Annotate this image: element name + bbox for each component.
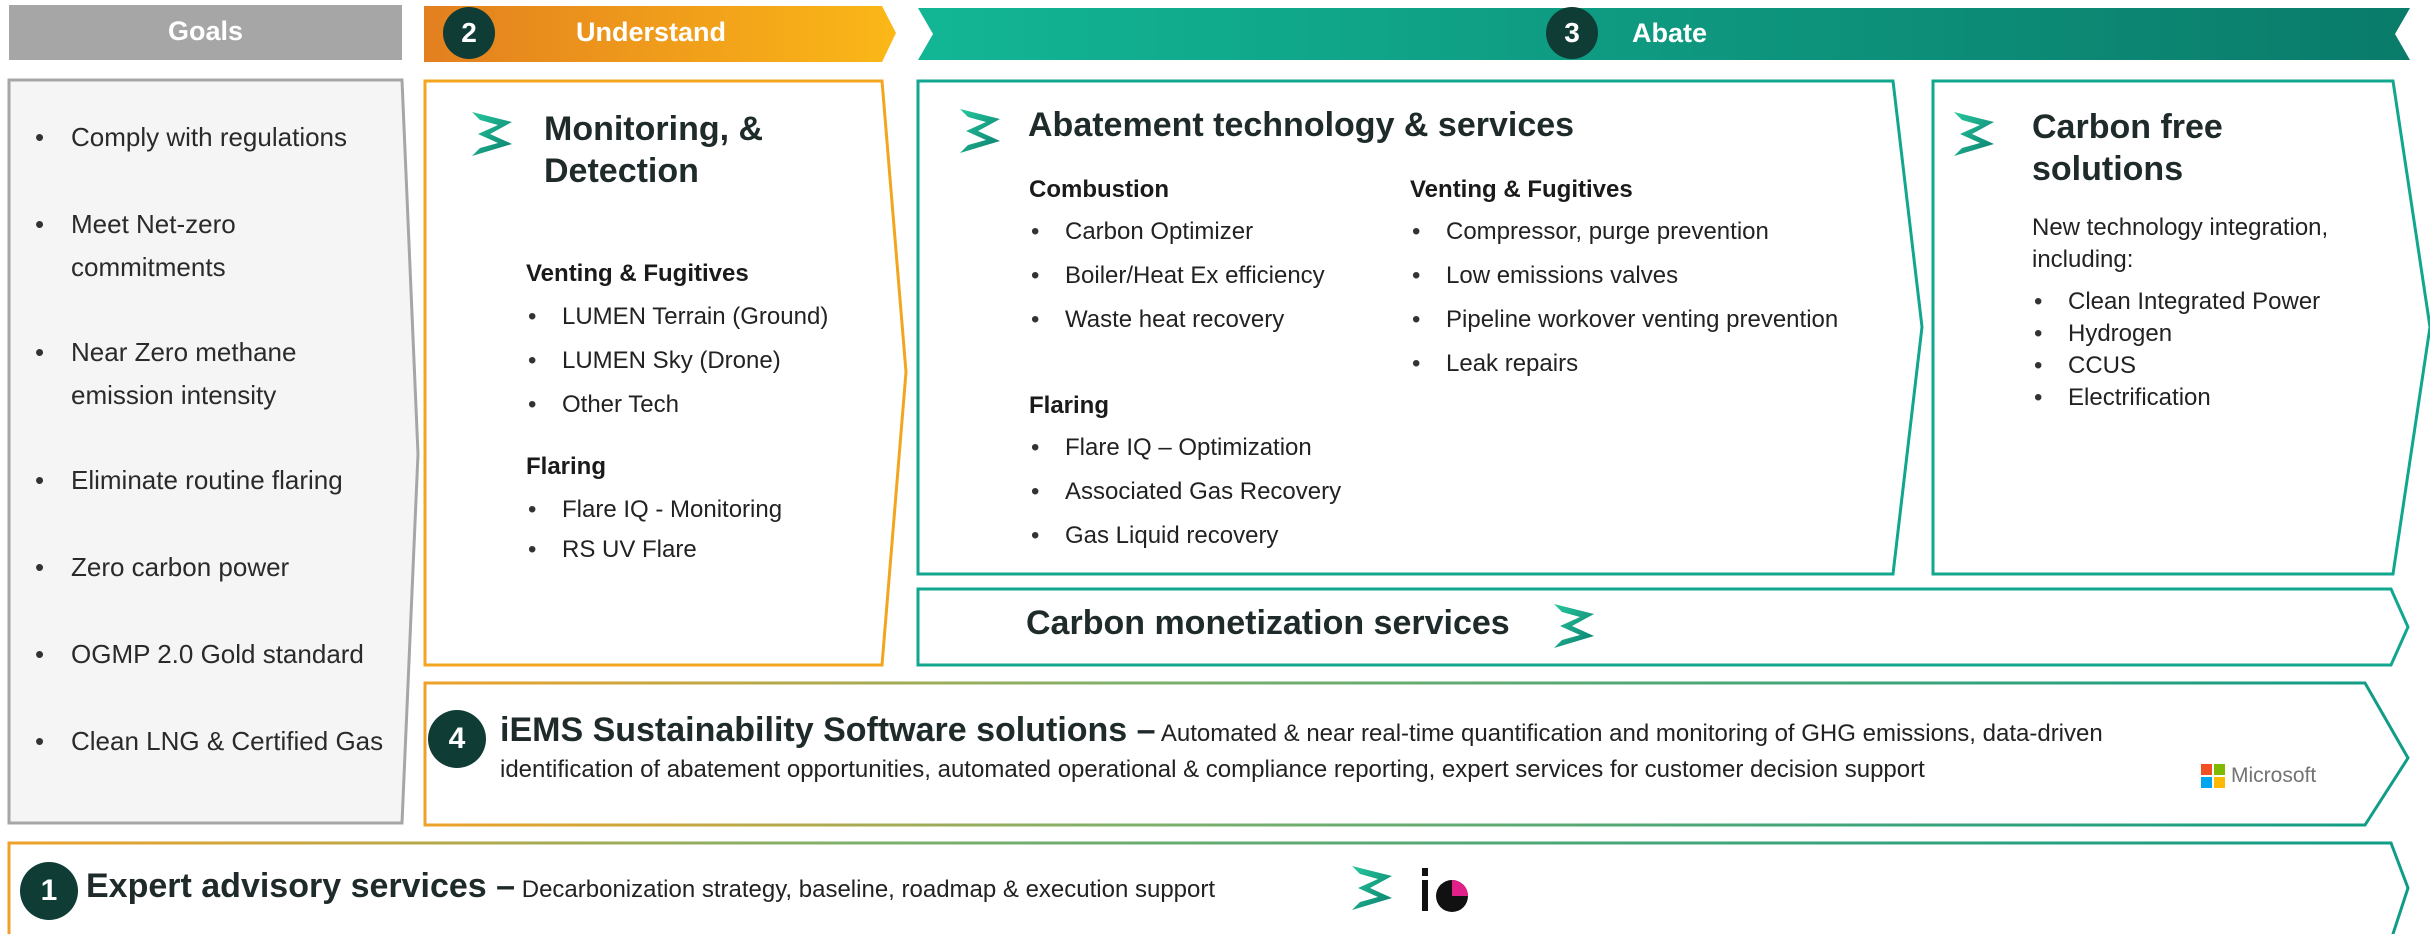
microsoft-squares-icon bbox=[2201, 764, 2225, 788]
list-item: Other Tech bbox=[526, 383, 886, 427]
microsoft-label: Microsoft bbox=[2231, 764, 2317, 787]
goal-item: OGMP 2.0 Gold standard bbox=[35, 633, 385, 676]
iems-box bbox=[423, 681, 2410, 827]
monetization-box bbox=[916, 587, 2410, 667]
iems-text-block: iEMS Sustainability Software solutions –… bbox=[500, 712, 2190, 788]
monitoring-title: Monitoring, & Detection bbox=[544, 110, 764, 190]
monetization-title: Carbon monetization services bbox=[1026, 604, 1510, 642]
brand-chevron-icon bbox=[1554, 604, 1594, 648]
list-item: Flare IQ – Optimization bbox=[1029, 426, 1389, 470]
list-item: Gas Liquid recovery bbox=[1029, 514, 1389, 558]
carbon-free-title: Carbon free solutions bbox=[2032, 108, 2223, 188]
carbon-free-list: Clean Integrated Power Hydrogen CCUS Ele… bbox=[2032, 286, 2352, 414]
goal-item: Comply with regulations bbox=[35, 116, 385, 159]
brand-chevron-icon bbox=[1954, 112, 1994, 156]
iems-title: iEMS Sustainability Software solutions – bbox=[500, 711, 1156, 749]
list-item: Low emissions valves bbox=[1410, 254, 1900, 298]
step-3-badge: 3 bbox=[1546, 7, 1598, 59]
goal-item: Eliminate routine flaring bbox=[35, 459, 385, 502]
goals-header-label: Goals bbox=[167, 16, 244, 46]
list-item: Clean Integrated Power bbox=[2032, 286, 2352, 318]
list-item: Hydrogen bbox=[2032, 318, 2352, 350]
advisory-text-block: Expert advisory services – Decarbonizati… bbox=[86, 866, 1215, 910]
io-logo-icon bbox=[1422, 868, 1468, 912]
step-4-badge: 4 bbox=[428, 710, 486, 768]
abatement-flaring-heading: Flaring bbox=[1029, 392, 1110, 419]
goal-item: Near Zero methane emission intensity bbox=[35, 331, 385, 417]
list-item: RS UV Flare bbox=[526, 530, 886, 570]
list-item: Compressor, purge prevention bbox=[1410, 210, 1900, 254]
brand-chevron-icon bbox=[472, 112, 512, 156]
advisory-title: Expert advisory services – bbox=[86, 867, 516, 905]
monitoring-venting-heading: Venting & Fugitives bbox=[526, 260, 749, 287]
list-item: CCUS bbox=[2032, 350, 2352, 382]
goals-list: Comply with regulations Meet Net-zero co… bbox=[35, 116, 385, 807]
goal-item: Meet Net-zero commitments bbox=[35, 203, 385, 289]
advisory-description: Decarbonization strategy, baseline, road… bbox=[521, 876, 1216, 903]
abatement-title: Abatement technology & services bbox=[1028, 106, 1575, 144]
understand-header-arrow bbox=[424, 6, 896, 62]
monitoring-flaring-list: Flare IQ - Monitoring RS UV Flare bbox=[526, 490, 886, 570]
list-item: Boiler/Heat Ex efficiency bbox=[1029, 254, 1389, 298]
abate-header-label: Abate bbox=[1632, 18, 1708, 48]
list-item: Carbon Optimizer bbox=[1029, 210, 1389, 254]
step-2-badge: 2 bbox=[443, 7, 495, 59]
goals-header-bar bbox=[9, 5, 402, 60]
goal-item: Zero carbon power bbox=[35, 546, 385, 589]
abatement-venting-list: Compressor, purge prevention Low emissio… bbox=[1410, 210, 1900, 386]
combustion-list: Carbon Optimizer Boiler/Heat Ex efficien… bbox=[1029, 210, 1389, 342]
list-item: Flare IQ - Monitoring bbox=[526, 490, 886, 530]
advisory-box bbox=[7, 841, 2410, 934]
list-item: Associated Gas Recovery bbox=[1029, 470, 1389, 514]
abatement-flaring-list: Flare IQ – Optimization Associated Gas R… bbox=[1029, 426, 1389, 558]
list-item: LUMEN Terrain (Ground) bbox=[526, 295, 886, 339]
combustion-heading: Combustion bbox=[1029, 176, 1169, 203]
iems-description: Automated & near real-time quantificatio… bbox=[500, 720, 2103, 783]
list-item: Leak repairs bbox=[1410, 342, 1900, 386]
brand-chevron-icon bbox=[960, 109, 1000, 153]
microsoft-logo-icon: Microsoft bbox=[2201, 764, 2316, 788]
brand-chevron-icon bbox=[1352, 866, 1392, 910]
list-item: Pipeline workover venting prevention bbox=[1410, 298, 1900, 342]
monitoring-venting-list: LUMEN Terrain (Ground) LUMEN Sky (Drone)… bbox=[526, 295, 886, 427]
goal-item: Clean LNG & Certified Gas bbox=[35, 720, 385, 763]
list-item: Waste heat recovery bbox=[1029, 298, 1389, 342]
list-item: LUMEN Sky (Drone) bbox=[526, 339, 886, 383]
carbon-free-intro: New technology integration, including: bbox=[2032, 214, 2329, 273]
abate-header-arrow bbox=[918, 8, 2410, 60]
understand-header-label: Understand bbox=[576, 17, 727, 47]
abatement-venting-heading: Venting & Fugitives bbox=[1410, 176, 1633, 203]
list-item: Electrification bbox=[2032, 382, 2352, 414]
step-1-badge: 1 bbox=[20, 862, 78, 920]
monitoring-flaring-heading: Flaring bbox=[526, 453, 607, 480]
